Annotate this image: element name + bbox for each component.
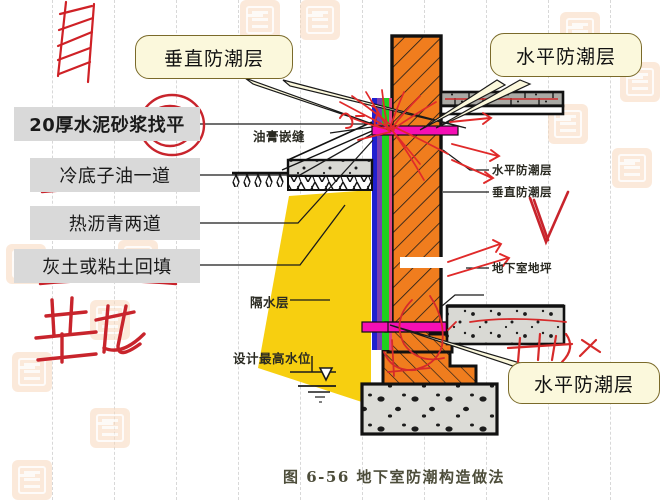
label-box-hot-asphalt[interactable]: 热沥青两道 [30,206,200,240]
leader-lines-left [200,123,374,266]
watermark-stamp [12,460,52,500]
diagram-label-design-highest-water: 设计最高水位 [233,348,311,367]
label-text: 设计最高水位 [233,351,312,366]
handwriting-arrows [447,112,511,277]
watermark-guide-line [486,0,487,500]
diagram-label-waterproof-layer: 隔水层 [250,292,289,311]
label-text: 20厚水泥砂浆找平 [29,115,185,136]
foundation-footing [360,382,499,436]
wall-joint-slot [400,257,444,268]
vertical-layer-blue [372,98,377,350]
label-text: 水平防潮层 [492,163,552,177]
callout-text: 水平防潮层 [533,373,634,396]
label-text: 垂直防潮层 [492,185,552,199]
callout-text: 垂直防潮层 [163,47,264,70]
handwriting-bottom-scribble [506,332,602,364]
watermark-guide-line [238,0,239,500]
horizontal-dampproof-course-upper [371,125,459,136]
callout-text: 水平防潮层 [515,45,616,68]
leader-oil-putty [329,126,373,134]
handwriting-v-marks [528,190,570,246]
watermark-stamp [612,148,652,188]
callout-stem-horizontal-top [419,79,532,131]
basement-brick-wall [390,34,443,326]
diagram-label-vertical-dampproof-small: 垂直防潮层 [492,184,552,200]
label-box-cold-primer-oil[interactable]: 冷底子油一道 [30,158,200,192]
diagram-label-basement-floor: 地下室地坪 [492,260,552,276]
natural-ground-hatch [232,173,288,187]
handwriting-foundation-curves [383,295,457,377]
horizontal-dampproof-course-lower-left [361,321,389,333]
watermark-stamp [300,0,340,40]
backfill-zone [258,190,371,405]
handwriting-note-scribble [339,105,381,129]
label-text: 热沥青两道 [68,214,162,235]
handwriting-base-pit [34,296,146,364]
basement-floor-slab [445,304,566,346]
callout-horizontal-dampproof-top[interactable]: 水平防潮层 [490,33,642,77]
grade-slope-line-2 [281,130,373,171]
watermark-guide-line [548,0,549,500]
label-text: 隔水层 [250,295,290,310]
handwriting-hatch-marks [56,0,96,84]
label-box-cement-mortar-leveling[interactable]: 20厚水泥砂浆找平 [14,107,200,141]
handwriting-slab-line [469,318,567,323]
vertical-layer-pink [389,98,392,350]
callout-vertical-dampproof-top[interactable]: 垂直防潮层 [135,35,293,79]
water-table-symbol [290,356,336,403]
callout-stem-vertical-top [244,77,467,132]
label-text: 灰土或粘土回填 [42,257,172,278]
grade-slope-line [287,121,373,161]
callout-horizontal-dampproof-bottom[interactable]: 水平防潮层 [508,362,660,404]
figure-title-text: 图 6-56 地下室防潮构造做法 [283,468,505,486]
label-text: 油膏嵌缝 [253,129,306,144]
ground-floor-slab [439,104,565,116]
figure-title: 图 6-56 地下室防潮构造做法 [283,466,505,487]
label-text: 地下室地坪 [492,261,552,275]
watermark-guide-line [610,0,611,500]
watermark-stamp [240,0,280,40]
vertical-layer-purple [377,98,382,350]
handwriting-junction-scribbles [339,89,449,181]
watermark-stamp [90,408,130,448]
vertical-layer-green [382,98,389,350]
diagram-label-oil-putty-caulking: 油膏嵌缝 [253,126,305,145]
diagram-label-horizontal-dampproof-small: 水平防潮层 [492,162,552,178]
label-text: 冷底子油一道 [59,166,171,187]
label-box-lime-clay-backfill[interactable]: 灰土或粘土回填 [14,249,200,283]
